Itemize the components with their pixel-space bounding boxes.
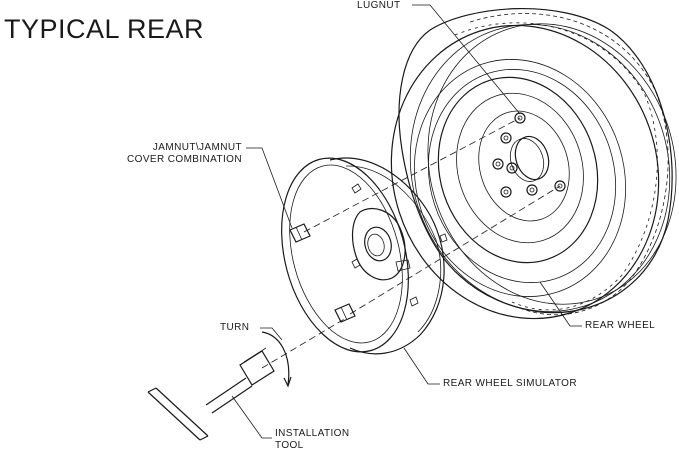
simulator-hub-plate	[351, 207, 406, 281]
jamnut-upper	[289, 223, 311, 243]
lugnut-center	[517, 115, 523, 121]
lugnut-center	[557, 183, 563, 189]
simulator-tab	[351, 258, 361, 269]
jamnut-lower	[334, 303, 356, 323]
lugnut	[492, 158, 504, 170]
rim-well	[456, 92, 584, 244]
simulator-dome-shade	[345, 165, 442, 333]
label-installation-tool-line2: TOOL	[275, 440, 304, 451]
leader-tool	[231, 395, 272, 439]
jamnut-cover-combination	[289, 223, 356, 323]
rim-outer-ring	[427, 69, 617, 283]
simulator-tab	[351, 183, 362, 194]
simulator-clip	[395, 259, 411, 272]
leader-simulator	[403, 347, 440, 385]
label-rear-wheel-simulator: REAR WHEEL SIMULATOR	[443, 378, 577, 389]
lugnuts	[492, 112, 566, 198]
simulator-rim-outer	[281, 157, 409, 353]
tool-shaft	[205, 377, 253, 414]
label-installation-tool-line1: INSTALLATION	[275, 428, 350, 439]
tool-socket-edge	[243, 347, 267, 363]
jamnut-lower-edge	[340, 306, 348, 321]
rim-flange	[437, 76, 599, 264]
simulator-rim-inner	[289, 164, 403, 344]
lugnut	[500, 186, 512, 198]
installation-tool	[147, 347, 275, 441]
hub-back	[509, 138, 545, 182]
tire-sidewall-ring	[413, 59, 627, 297]
turn-arrow-head	[283, 376, 292, 388]
jamnut-upper-edge	[295, 226, 303, 241]
lugnut-center	[509, 165, 515, 171]
rear-wheel-simulator	[281, 157, 448, 355]
label-jamnut-line2: COVER COMBINATION	[127, 154, 242, 165]
leader-lugnut	[412, 4, 521, 115]
label-jamnut-line1: JAMNUT\JAMNUT	[152, 142, 242, 153]
hub	[514, 135, 550, 181]
simulator-tab	[439, 233, 448, 243]
alignment-line-tool	[261, 317, 347, 369]
tire-outer	[398, 7, 673, 314]
lugnut-center	[495, 161, 501, 167]
alignment-lines	[261, 117, 561, 369]
rear-wheel	[390, 7, 677, 320]
label-turn: TURN	[220, 322, 250, 333]
label-lugnut: LUGNUT	[357, 0, 401, 11]
tire-tread-inner	[427, 23, 677, 305]
simulator-center-bore	[367, 233, 385, 257]
alignment-line-lower	[349, 185, 561, 315]
simulator-dome	[329, 157, 445, 355]
tool-t-handle	[147, 387, 209, 441]
rim-disc	[478, 110, 570, 222]
lugnut	[554, 180, 566, 192]
turn-arrow	[261, 331, 290, 386]
lugnut	[500, 132, 512, 144]
leader-lines	[231, 4, 582, 439]
lugnut	[526, 184, 538, 196]
leader-jamnut	[246, 147, 293, 229]
tire-tread-blocks	[469, 13, 669, 316]
simulator-center-hole	[364, 226, 392, 262]
alignment-line-upper	[303, 117, 521, 233]
diagram-title: TYPICAL REAR	[4, 14, 205, 44]
lugnut-center	[503, 189, 509, 195]
lugnut-center	[529, 187, 535, 193]
simulator-tab	[409, 296, 419, 307]
leader-turn	[260, 327, 283, 341]
lugnut-center	[503, 135, 509, 141]
tire-tread-blocks-2	[454, 22, 658, 311]
leader-rear-wheel	[539, 281, 582, 327]
tire-front-face	[390, 24, 660, 320]
tool-socket	[239, 350, 275, 386]
label-rear-wheel: REAR WHEEL	[585, 320, 656, 331]
lugnut	[506, 162, 518, 174]
lugnut	[514, 112, 526, 124]
